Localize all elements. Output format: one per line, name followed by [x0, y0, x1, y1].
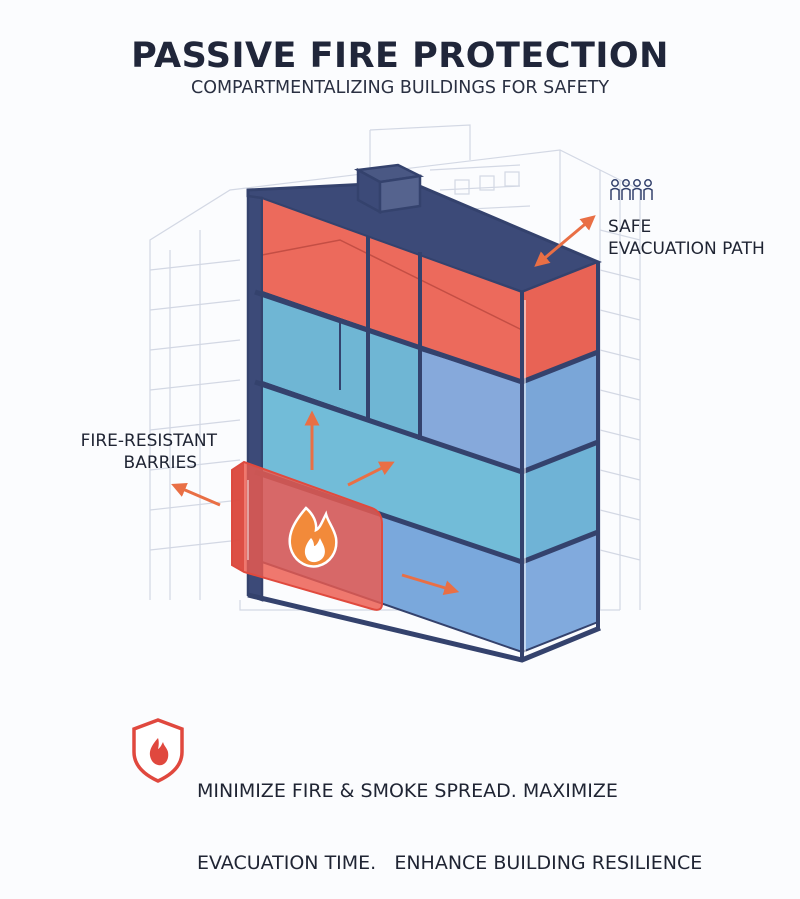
people-group-icon [610, 179, 653, 200]
evacuation-label-line1: SAFE [608, 217, 652, 237]
rooftop-unit [353, 163, 425, 215]
smoke-arrow-diagonal [347, 461, 395, 487]
barriers-label-line1: FIRE-RESISTANT [80, 431, 217, 451]
footer-line1: MINIMIZE FIRE & SMOKE SPREAD. MAXIMIZE [197, 780, 618, 802]
smoke-arrow-right [401, 573, 460, 596]
fire-barriers-label: FIRE-RESISTANT BARRIES [80, 430, 217, 474]
evacuation-path-label: SAFE EVACUATION PATH [608, 216, 765, 260]
footer-message: MINIMIZE FIRE & SMOKE SPREAD. MAXIMIZE E… [197, 731, 702, 899]
evacuation-arrow [534, 215, 596, 267]
barriers-label-line2: BARRIES [123, 453, 197, 473]
building-diagram [132, 124, 653, 783]
page-title: PASSIVE FIRE PROTECTION [131, 36, 669, 76]
smoke-arrow-left [171, 483, 221, 507]
page-subtitle: COMPARTMENTALIZING BUILDINGS FOR SAFETY [190, 78, 610, 98]
evacuation-label-line2: EVACUATION PATH [608, 239, 765, 259]
flame-icon [288, 506, 338, 568]
fire-shield-icon [132, 718, 184, 783]
footer-line2: EVACUATION TIME. ENHANCE BUILDING RESILI… [197, 852, 703, 874]
